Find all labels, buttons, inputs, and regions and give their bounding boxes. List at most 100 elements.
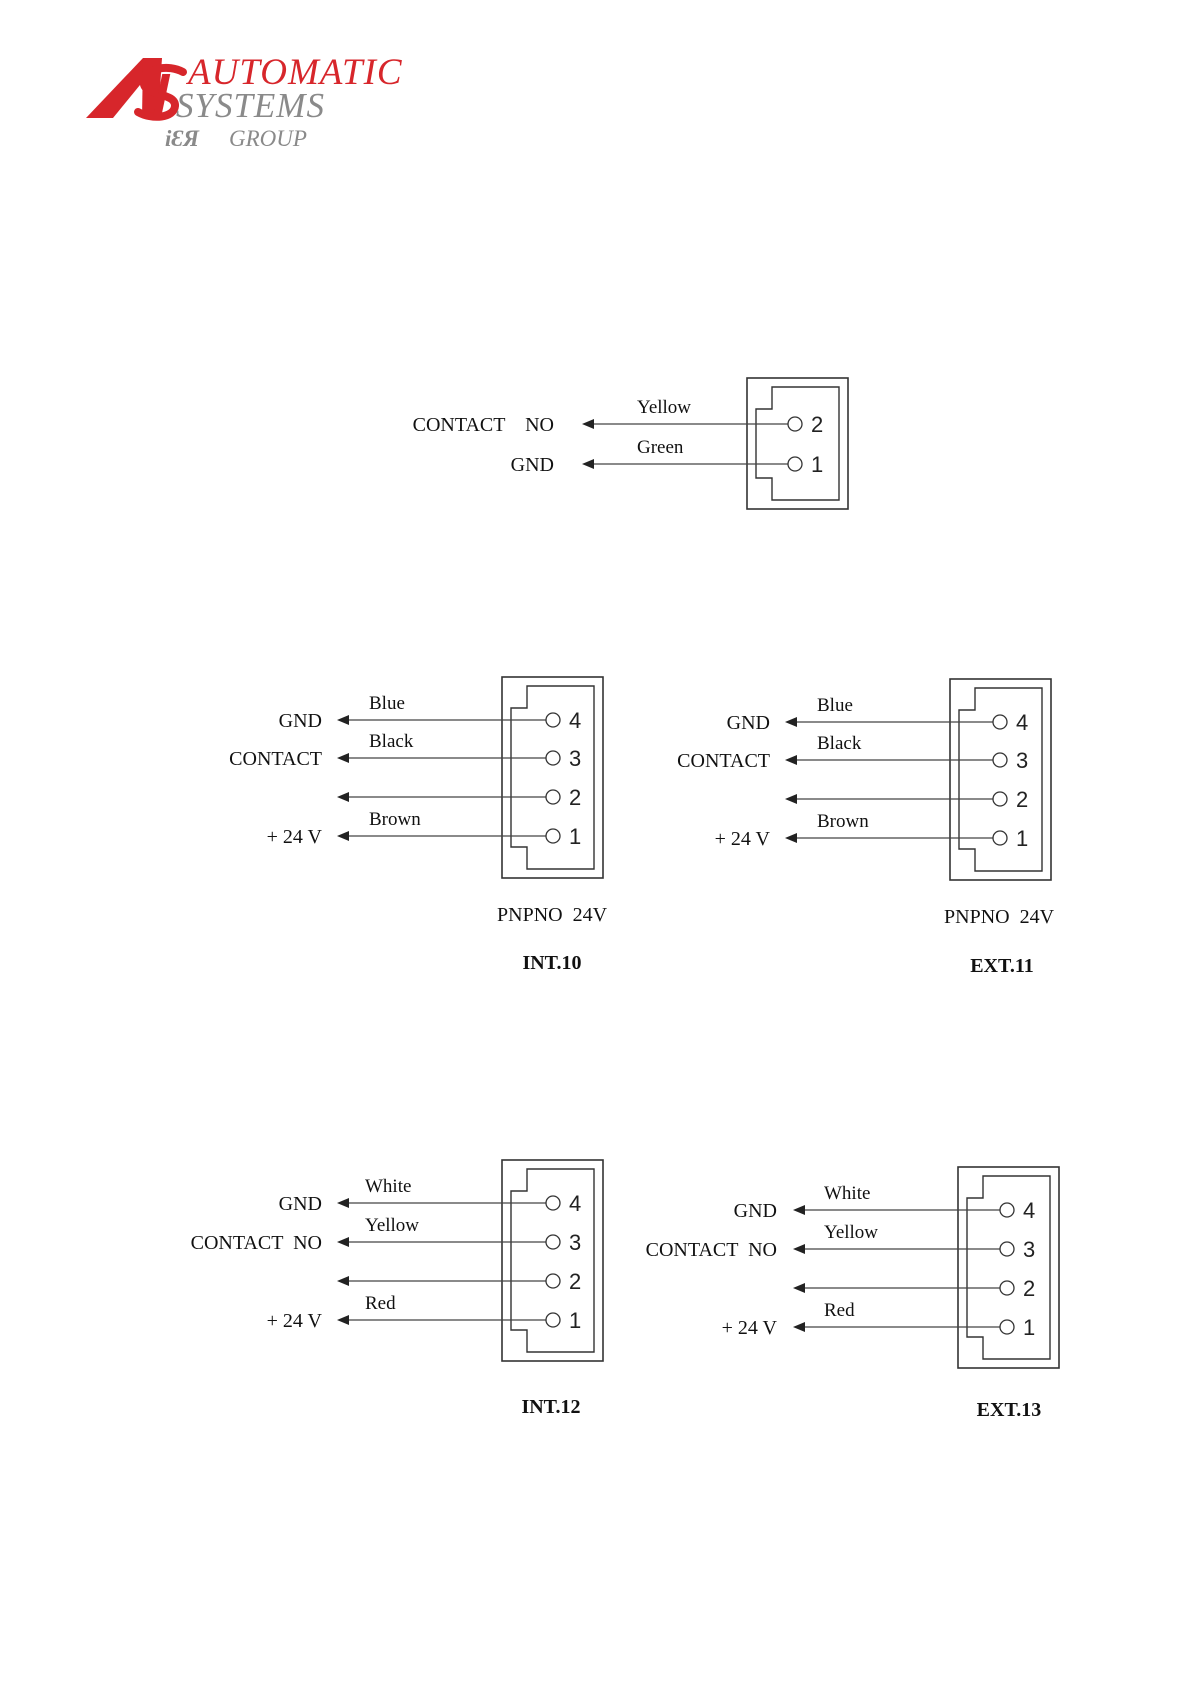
- arrow-left-icon: [785, 794, 797, 804]
- wire-color-label: Yellow: [365, 1215, 419, 1236]
- pin-contact-icon: [546, 1196, 560, 1210]
- connector-housing: [747, 378, 848, 509]
- pin-number: 4: [569, 708, 581, 733]
- arrow-left-icon: [785, 755, 797, 765]
- pin-2: 2: [337, 785, 581, 810]
- connector-housing: [950, 679, 1051, 880]
- pin-contact-icon: [993, 792, 1007, 806]
- pin-contact-icon: [546, 751, 560, 765]
- wire-color-label: Yellow: [824, 1222, 878, 1243]
- pin-number: 4: [569, 1191, 581, 1216]
- wire-color-label: Black: [369, 731, 414, 752]
- pin-contact-icon: [993, 715, 1007, 729]
- arrow-left-icon: [785, 717, 797, 727]
- svg-text:iƐЯ: iƐЯ: [165, 126, 200, 151]
- pin-contact-icon: [546, 790, 560, 804]
- pin-contact-icon: [1000, 1320, 1014, 1334]
- pin-contact-icon: [788, 417, 802, 431]
- signal-label: CONTACT: [229, 748, 322, 770]
- connector-housing: [502, 1160, 603, 1361]
- pin-number: 2: [1016, 787, 1028, 812]
- pin-number: 1: [569, 1308, 581, 1333]
- connector-title: INT.12: [521, 1396, 580, 1418]
- pin-number: 1: [1016, 826, 1028, 851]
- pin-number: 2: [1023, 1276, 1035, 1301]
- arrow-left-icon: [785, 833, 797, 843]
- pin-number: 3: [1023, 1237, 1035, 1262]
- pin-contact-icon: [1000, 1242, 1014, 1256]
- pin-contact-icon: [546, 829, 560, 843]
- wire-color-label: White: [365, 1176, 411, 1197]
- signal-label: + 24 V: [267, 826, 323, 848]
- signal-label: + 24 V: [722, 1317, 778, 1339]
- arrow-left-icon: [337, 1276, 349, 1286]
- pin-contact-icon: [546, 1235, 560, 1249]
- wire-color-label: White: [824, 1183, 870, 1204]
- wire-color-label: Green: [637, 437, 684, 458]
- signal-label: CONTACT NO: [413, 414, 554, 436]
- arrow-left-icon: [337, 831, 349, 841]
- pin-contact-icon: [1000, 1281, 1014, 1295]
- wire-color-label: Brown: [817, 811, 869, 832]
- pin-number: 1: [569, 824, 581, 849]
- connector-inner-outline: [756, 387, 839, 500]
- signal-label: CONTACT NO: [646, 1239, 777, 1261]
- signal-label: GND: [727, 712, 770, 734]
- pin-1: 1 Brown + 24 V: [267, 809, 582, 849]
- pin-number: 4: [1023, 1198, 1035, 1223]
- pin-contact-icon: [546, 1274, 560, 1288]
- pin-number: 3: [569, 746, 581, 771]
- ier-mark-icon: iƐЯ: [165, 126, 200, 151]
- arrow-left-icon: [793, 1205, 805, 1215]
- connector-int-12: 4WhiteGND3YellowCONTACT NO21Red+ 24 VINT…: [191, 1160, 603, 1418]
- wire-color-label: Brown: [369, 809, 421, 830]
- pin-2: 2: [785, 787, 1028, 812]
- pin-contact-icon: [1000, 1203, 1014, 1217]
- pin-number: 3: [569, 1230, 581, 1255]
- signal-label: GND: [734, 1200, 777, 1222]
- pin-number: 2: [569, 785, 581, 810]
- connector-title: EXT.11: [970, 955, 1034, 977]
- arrow-left-icon: [337, 715, 349, 725]
- wire-color-label: Red: [824, 1300, 855, 1321]
- connector-housing: [958, 1167, 1059, 1368]
- signal-label: + 24 V: [267, 1310, 323, 1332]
- pin-2: 2: [793, 1276, 1035, 1301]
- connector-caption: PNPNO 24V: [497, 904, 608, 926]
- pin-1: 1 Red + 24 V: [722, 1300, 1036, 1340]
- connector-title: INT.10: [522, 952, 581, 974]
- pin-number: 1: [1023, 1315, 1035, 1340]
- connector-title: EXT.13: [977, 1399, 1042, 1421]
- wire-color-label: Red: [365, 1293, 396, 1314]
- logo-mark-icon: [86, 58, 183, 118]
- signal-label: GND: [279, 710, 322, 732]
- logo-line-systems: SYSTEMS: [176, 86, 325, 125]
- company-logo: AUTOMATIC SYSTEMS iƐЯ GROUP: [86, 52, 403, 151]
- connector-housing: [502, 677, 603, 878]
- logo-line-group: GROUP: [229, 126, 307, 151]
- pin-number: 2: [569, 1269, 581, 1294]
- arrow-left-icon: [337, 792, 349, 802]
- signal-label: GND: [511, 454, 554, 476]
- pin-contact-icon: [546, 713, 560, 727]
- arrow-left-icon: [793, 1283, 805, 1293]
- pin-number: 4: [1016, 710, 1028, 735]
- arrow-left-icon: [582, 419, 594, 429]
- arrow-left-icon: [582, 459, 594, 469]
- pin-number: 3: [1016, 748, 1028, 773]
- arrow-left-icon: [337, 753, 349, 763]
